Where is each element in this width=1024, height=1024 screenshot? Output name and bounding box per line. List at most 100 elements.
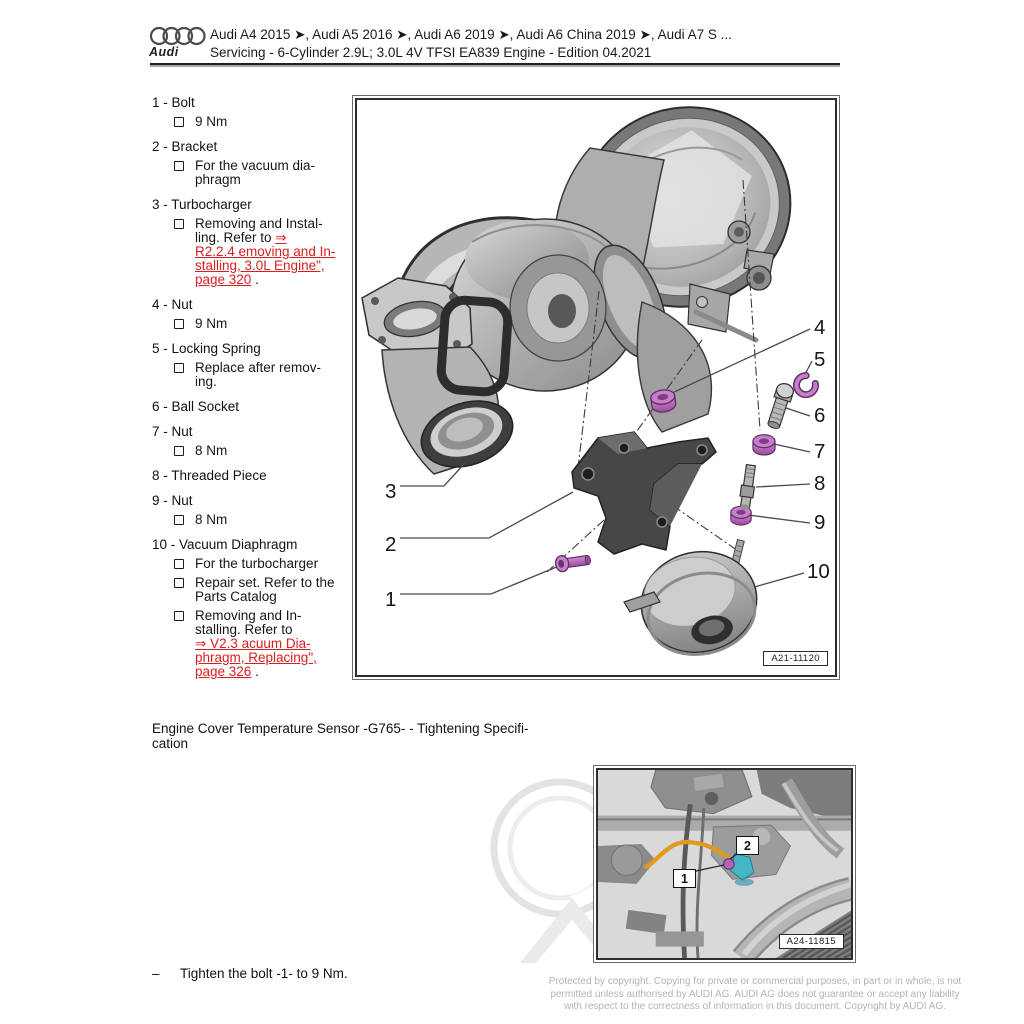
checkbox-icon xyxy=(174,559,184,569)
checkbox-icon xyxy=(174,161,184,171)
figure-callout-number: 4 xyxy=(814,316,825,339)
instruction-text: Tighten the bolt -1- to 9 Nm. xyxy=(180,966,348,981)
part-term: 9 - Nut xyxy=(152,493,193,508)
part-note: For the turbocharger xyxy=(174,557,360,571)
bracket-art xyxy=(571,431,717,555)
part-note-text: For the vacuum dia- phragm xyxy=(195,159,353,187)
part-term: 10 - Vacuum Diaphragm xyxy=(152,537,298,552)
part-note: 9 Nm xyxy=(174,115,360,129)
part-note-text: 8 Nm xyxy=(195,444,353,458)
part-note: Replace after remov- ing. xyxy=(174,361,360,389)
photo-callout: 2 xyxy=(736,836,759,855)
turbocharger-art xyxy=(361,106,792,475)
part-note-text: Replace after remov- ing. xyxy=(195,361,353,389)
figure-callout-number: 9 xyxy=(814,511,825,534)
note-text-segment: Replace after remov- ing. xyxy=(195,360,322,389)
part-note: For the vacuum dia- phragm xyxy=(174,159,360,187)
copyright-line: with respect to the correctness of infor… xyxy=(564,1001,946,1012)
note-text-segment: 9 Nm xyxy=(195,114,228,129)
engine-bay-photo xyxy=(598,770,851,958)
part-term: 3 - Turbocharger xyxy=(152,197,252,212)
part-note: 8 Nm xyxy=(174,444,360,458)
checkbox-icon xyxy=(174,578,184,588)
note-text-segment: . xyxy=(251,272,259,287)
figure-callout-number: 6 xyxy=(814,404,825,427)
checkbox-icon xyxy=(174,117,184,127)
sensor-bolt xyxy=(722,858,735,870)
section-heading: Engine Cover Temperature Sensor -G765- -… xyxy=(152,721,529,751)
figure-sensor-location: 1 2 A24-11815 xyxy=(593,765,856,963)
parts-list-item: 6 - Ball Socket xyxy=(152,400,360,414)
photo-callout: 1 xyxy=(673,869,696,888)
instruction-dash: – xyxy=(152,966,160,981)
reference-link[interactable]: ⇒ R2.2.4 emoving and In- stalling, 3.0L … xyxy=(195,230,336,287)
reference-link[interactable]: ⇒ V2.3 acuum Dia- phragm, Replacing", pa… xyxy=(195,636,317,679)
copyright-line: permitted unless authorised by AUDI AG. … xyxy=(550,988,960,1000)
part-note: Repair set. Refer to the Parts Catalog xyxy=(174,576,360,604)
part-term: 5 - Locking Spring xyxy=(152,341,261,356)
checkbox-icon xyxy=(174,446,184,456)
note-text-segment: 8 Nm xyxy=(195,443,228,458)
header-models-line: Audi A4 2015 ➤, Audi A5 2016 ➤, Audi A6 … xyxy=(210,27,732,42)
note-text-segment: Removing and Instal- ling. Refer to xyxy=(195,216,323,245)
part-note: 8 Nm xyxy=(174,513,360,527)
header-divider xyxy=(150,63,840,65)
part-note-text: 9 Nm xyxy=(195,317,353,331)
figure-callout-number: 7 xyxy=(814,440,825,463)
figure-callout-number: 5 xyxy=(814,348,825,371)
copyright-notice: Protected by copyright. Copying for priv… xyxy=(488,976,1022,1014)
part-term: 7 - Nut xyxy=(152,424,193,439)
checkbox-icon xyxy=(174,363,184,373)
part-note-text: Removing and Instal- ling. Refer to ⇒ R2… xyxy=(195,217,353,287)
note-text-segment: For the vacuum dia- phragm xyxy=(195,158,316,187)
note-text-segment: For the turbocharger xyxy=(195,556,319,571)
figure-label: A24-11815 xyxy=(778,934,844,949)
figure-callout-number: 10 xyxy=(807,560,830,583)
part-term: 6 - Ball Socket xyxy=(152,399,240,414)
audi-logo: Audi xyxy=(149,26,209,59)
figure-label: A21-11120 xyxy=(763,651,828,666)
note-text-segment: . xyxy=(251,664,259,679)
checkbox-icon xyxy=(174,219,184,229)
part-note: Removing and In- stalling. Refer to ⇒ V2… xyxy=(174,609,360,679)
note-text-segment: 9 Nm xyxy=(195,316,228,331)
part-term: 1 - Bolt xyxy=(152,95,195,110)
instruction-step: – Tighten the bolt -1- to 9 Nm. xyxy=(152,966,348,981)
part-note-text: For the turbocharger xyxy=(195,557,353,571)
fastener-art xyxy=(554,372,819,573)
part-note-text: 9 Nm xyxy=(195,115,353,129)
audi-rings-icon xyxy=(149,26,206,46)
part-note: Removing and Instal- ling. Refer to ⇒ R2… xyxy=(174,217,360,287)
part-term: 8 - Threaded Piece xyxy=(152,468,267,483)
highlighted-cable xyxy=(643,840,738,869)
part-note-text: Removing and In- stalling. Refer to ⇒ V2… xyxy=(195,609,353,679)
vacuum-diaphragm-art xyxy=(623,538,758,656)
part-note: 9 Nm xyxy=(174,317,360,331)
part-note-text: 8 Nm xyxy=(195,513,353,527)
header-edition-line: Servicing - 6-Cylinder 2.9L; 3.0L 4V TFS… xyxy=(210,45,652,60)
checkbox-icon xyxy=(174,319,184,329)
checkbox-icon xyxy=(174,611,184,621)
part-note-text: Repair set. Refer to the Parts Catalog xyxy=(195,576,353,604)
note-text-segment: Removing and In- stalling. Refer to xyxy=(195,608,302,637)
figure-callout-number: 3 xyxy=(385,480,396,503)
audi-wordmark: Audi xyxy=(149,45,179,59)
checkbox-icon xyxy=(174,515,184,525)
figure-callout-number: 1 xyxy=(385,588,396,611)
copyright-line: Protected by copyright. Copying for priv… xyxy=(548,976,962,987)
part-term: 2 - Bracket xyxy=(152,139,218,154)
figure-callout-number: 2 xyxy=(385,533,396,556)
part-term: 4 - Nut xyxy=(152,297,193,312)
